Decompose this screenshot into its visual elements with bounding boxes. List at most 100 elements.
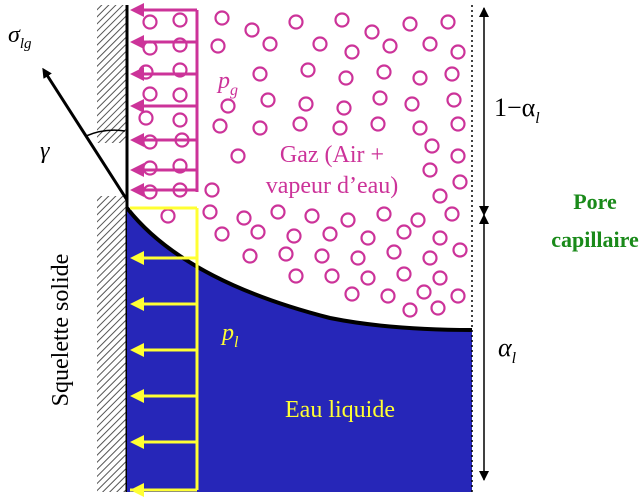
lower-wall-hatch [97, 196, 127, 492]
liquid-water-region [127, 208, 472, 492]
gas-bubble [364, 24, 380, 40]
gas-bubble [314, 248, 330, 264]
gas-bubble [270, 204, 286, 220]
gas-bubble [244, 22, 260, 38]
gas-bubble [432, 270, 448, 286]
gas-bubble [172, 158, 188, 174]
gas-bubble [360, 230, 376, 246]
pressure-arrow-head [130, 133, 144, 147]
gas-bubble [396, 266, 412, 282]
gas-bubble [446, 92, 462, 108]
liquid-label: Eau liquide [285, 397, 395, 423]
pressure-arrow-head [130, 251, 144, 265]
gas-bubble [250, 224, 266, 240]
gas-pressure-label: pg [216, 68, 238, 99]
gas-bubble [292, 116, 308, 132]
gas-bubble [360, 270, 376, 286]
liquid-pressure-label: pl [220, 320, 239, 351]
gas-bubble [242, 248, 258, 264]
gas-bubble [450, 116, 466, 132]
gas-bubble [422, 36, 438, 52]
gas-bubble [402, 16, 418, 32]
pressure-arrow-head [130, 483, 144, 497]
gas-bubble [142, 134, 158, 150]
gas-bubble [336, 100, 352, 116]
liquid-pressure-arrow-set [130, 251, 197, 497]
gas-bubble [372, 90, 388, 106]
gas-label-line2: vapeur d’eau) [266, 173, 399, 199]
gas-bubble [432, 230, 448, 246]
gas-bubble [142, 184, 158, 200]
one-minus-alpha-label: 1−αl [494, 93, 540, 127]
gas-bubble [450, 44, 466, 60]
gas-bubble [452, 242, 468, 258]
gas-bubble [298, 96, 314, 112]
contact-angle-arc [85, 129, 126, 137]
gas-bubble [412, 120, 428, 136]
gas-bubble [220, 98, 236, 114]
gas-bubble [340, 212, 356, 228]
gas-bubble [402, 302, 418, 318]
gas-bubble [332, 120, 348, 136]
gas-bubble [172, 37, 188, 53]
gas-bubble [142, 14, 158, 30]
gas-bubble [252, 66, 268, 82]
gas-bubble [142, 86, 158, 102]
pressure-arrow-head [130, 3, 144, 17]
gas-bubble [422, 250, 438, 266]
gas-bubble [262, 36, 278, 52]
gas-bubble [396, 224, 412, 240]
sigma-label: σlg [8, 22, 32, 52]
gas-bubble [370, 116, 386, 132]
gas-bubble [450, 288, 466, 304]
gas-bubble [172, 62, 188, 78]
solid-skeleton-label: Squelette solide [48, 254, 74, 407]
gas-bubble [422, 162, 438, 178]
gas-bubbles [138, 10, 468, 318]
gas-bubble [214, 226, 230, 242]
gas-bubble [404, 96, 420, 112]
gas-bubble [424, 138, 440, 154]
gas-bubble [432, 188, 448, 204]
gas-bubble [416, 284, 432, 300]
pressure-arrow-head [130, 99, 144, 113]
pressure-arrow-head [130, 183, 144, 197]
pressure-arrow-head [130, 297, 144, 311]
gas-bubble [236, 210, 252, 226]
gas-bubble [138, 110, 154, 126]
gas-bubble [376, 206, 392, 222]
gas-bubble [452, 174, 468, 190]
pressure-arrow-head [130, 435, 144, 449]
gas-bubble [288, 14, 304, 30]
upper-wall-hatch [97, 5, 127, 143]
gas-bubble [202, 204, 218, 220]
gas-bubble [286, 228, 302, 244]
gas-bubble [172, 112, 188, 128]
gas-bubble [386, 244, 402, 260]
gas-label-line1: Gaz (Air + [280, 142, 384, 168]
gas-bubble [260, 92, 276, 108]
gas-bubble [322, 226, 338, 242]
gas-bubble [204, 182, 220, 198]
pore-label-line1: Pore [573, 189, 617, 214]
pore-label-line2: capillaire [551, 227, 639, 252]
pressure-arrow-head [130, 35, 144, 49]
gas-bubble [312, 36, 328, 52]
gas-bubble [430, 300, 446, 316]
alpha-label: αl [498, 333, 517, 367]
meniscus [125, 206, 473, 332]
gas-bubble [444, 66, 460, 82]
solid-skeleton [97, 5, 129, 492]
gas-bubble [450, 148, 466, 164]
gas-bubble [212, 118, 228, 134]
gas-bubble [376, 64, 392, 80]
gas-bubble [380, 288, 396, 304]
gamma-label: γ [40, 138, 50, 164]
gas-bubble [252, 120, 268, 136]
wall-break [97, 196, 127, 218]
gas-bubble [412, 70, 428, 86]
gas-bubble [344, 44, 360, 60]
gas-bubble [440, 14, 456, 30]
